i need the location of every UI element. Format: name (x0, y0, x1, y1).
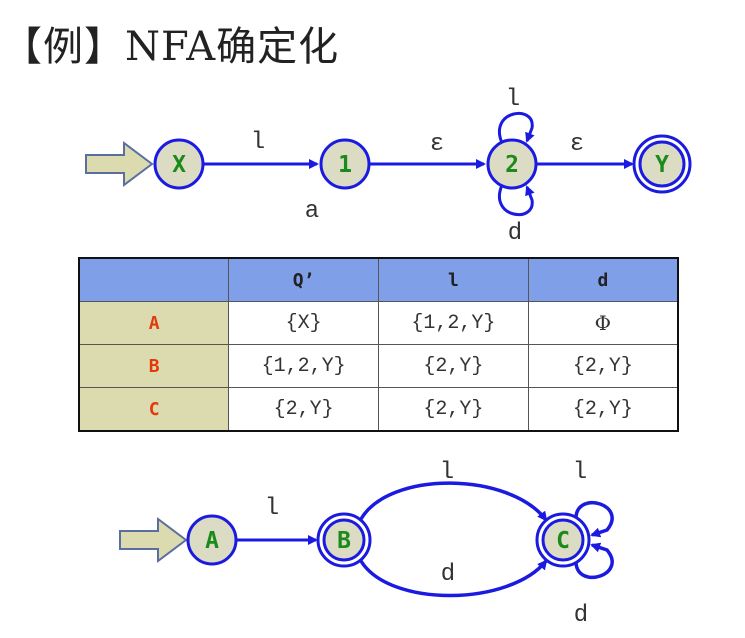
label-x-1-a: a (305, 198, 319, 225)
svg-text:Y: Y (655, 152, 669, 178)
label-2-loop-l: l (506, 86, 520, 113)
row-state-name: B (78, 344, 230, 388)
table-header-cell (78, 257, 230, 302)
label-a-b-l: l (265, 495, 279, 522)
label-c-loop-d: d (574, 602, 588, 629)
loop-c-top (574, 500, 614, 538)
label-2-y-eps: ε (570, 131, 584, 158)
svg-text:A: A (205, 528, 219, 554)
table-row: C {2,Y} {2,Y} {2,Y} (78, 387, 679, 432)
svg-text:1: 1 (338, 152, 352, 178)
start-arrow-dfa (119, 517, 188, 563)
table-row: B {1,2,Y} {2,Y} {2,Y} (78, 344, 679, 388)
row-d-cell: Φ (527, 301, 679, 345)
node-b-final: B (316, 512, 372, 568)
row-state-name: C (78, 387, 230, 432)
row-d-cell: {2,Y} (527, 344, 679, 388)
svg-text:2: 2 (505, 152, 519, 178)
edge-b-c-top (359, 481, 548, 522)
node-x: X (153, 138, 205, 190)
label-c-loop-l: l (573, 459, 587, 486)
page-title: 【例】NFA确定化 (2, 24, 340, 70)
label-b-c-bottom-d: d (441, 561, 455, 588)
row-q-cell: {1,2,Y} (228, 344, 379, 388)
row-l-cell: {1,2,Y} (378, 301, 529, 345)
table-header-row: Q’ l d (78, 257, 679, 302)
table-header-cell: Q’ (228, 257, 379, 302)
label-b-c-top-l: l (440, 459, 454, 486)
loop-2-top (498, 112, 535, 144)
node-y-final: Y (632, 134, 692, 194)
table-row: A {X} {1,2,Y} Φ (78, 301, 679, 345)
label-1-2-eps: ε (430, 131, 444, 158)
table-header-cell: d (527, 257, 679, 302)
start-arrow-nfa (85, 141, 154, 187)
row-l-cell: {2,Y} (378, 344, 529, 388)
loop-c-bottom (574, 542, 614, 580)
row-l-cell: {2,Y} (378, 387, 529, 432)
label-2-loop-d: d (508, 220, 522, 247)
row-q-cell: {X} (228, 301, 379, 345)
node-2: 2 (486, 138, 538, 190)
svg-text:B: B (337, 528, 351, 554)
node-1: 1 (319, 138, 371, 190)
node-c-final: C (535, 512, 591, 568)
loop-2-bottom (498, 184, 535, 216)
node-a: A (186, 514, 238, 566)
row-q-cell: {2,Y} (228, 387, 379, 432)
label-x-1-l: l (251, 129, 265, 156)
row-state-name: A (78, 301, 230, 345)
svg-text:C: C (556, 528, 570, 554)
edge-b-c-bottom (359, 559, 548, 598)
transition-table: Q’ l d A {X} {1,2,Y} Φ B {1,2,Y} {2,Y} {… (78, 257, 679, 432)
row-d-cell: {2,Y} (527, 387, 679, 432)
table-header-cell: l (378, 257, 529, 302)
svg-text:X: X (172, 152, 186, 178)
